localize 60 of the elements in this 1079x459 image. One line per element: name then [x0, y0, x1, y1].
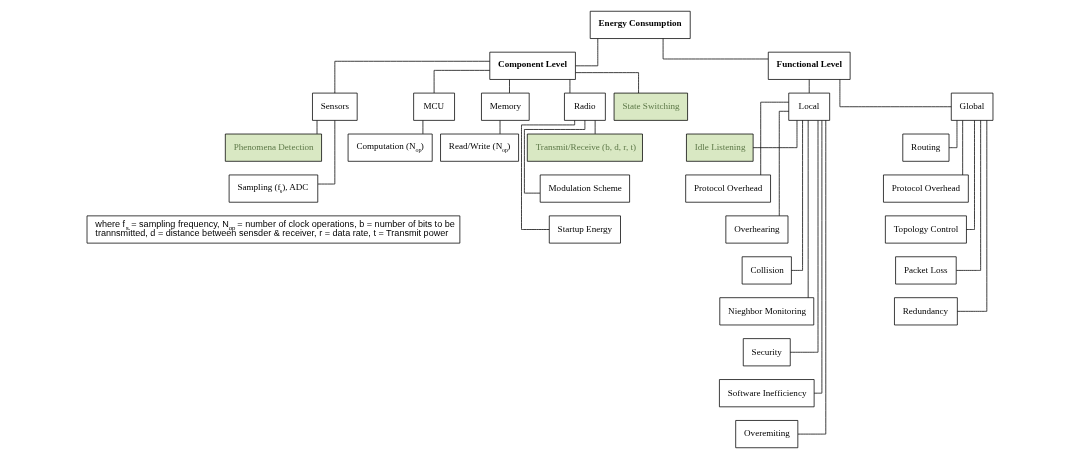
- connector: [778, 110, 789, 217]
- node-box: State Switching: [613, 92, 688, 121]
- connector: [523, 120, 585, 194]
- connector: [574, 38, 598, 67]
- connector: [797, 120, 826, 435]
- connector: [961, 120, 963, 176]
- node-box: Modulation Scheme: [539, 174, 630, 203]
- node-box: Idle Listening: [685, 133, 753, 162]
- connector: [422, 120, 423, 135]
- node-box: Sampling (f$_{s}$), ADC: [228, 174, 318, 203]
- node-box: Computation (N$_{op}$): [347, 133, 433, 162]
- node-box: Functional Level: [767, 51, 850, 80]
- node-box: Protocol Overhead: [882, 174, 969, 203]
- node-box: Packet Loss: [894, 256, 957, 285]
- node-box: Transmit/Receive (b, d, r, t): [526, 133, 643, 162]
- connector: [956, 120, 987, 312]
- node-box: Sensors: [311, 92, 358, 121]
- node-box: Startup Energy: [548, 215, 621, 244]
- connector: [433, 70, 490, 94]
- connector: [520, 120, 575, 230]
- connector: [317, 120, 335, 185]
- connector: [808, 79, 810, 94]
- node-box: where f$_{s}$ = sampling frequency, N$_{op}$ = number of clock operations, b = number of bits to be trannsmitted, d = distance between sensder & receiver, r = data rate, t = Transmit power: [86, 215, 460, 244]
- connector: [948, 120, 957, 149]
- node-box: Read/Write (N$_{op}$): [439, 133, 519, 162]
- connector: [662, 38, 768, 60]
- node-box: Software Inefficiency: [718, 379, 814, 408]
- connector: [839, 79, 952, 108]
- connector: [789, 120, 818, 353]
- node-box: Topology Control: [884, 215, 967, 244]
- node-box: Global: [950, 92, 993, 121]
- connector: [569, 79, 570, 94]
- connector: [813, 120, 822, 394]
- node-box: Security: [742, 338, 791, 367]
- node-box: Redundancy: [893, 297, 958, 326]
- connector: [333, 60, 490, 94]
- node-box: Memory: [480, 92, 530, 121]
- node-box: Nieghbor Monitoring: [718, 297, 814, 326]
- connector: [574, 72, 639, 94]
- connector: [508, 79, 510, 94]
- connector: [759, 101, 789, 176]
- connector: [499, 120, 500, 135]
- node-box: Overhearing: [724, 215, 788, 244]
- node-box: Collision: [741, 256, 792, 285]
- connector: [790, 120, 803, 271]
- node-box: Phenomena Detection: [224, 133, 322, 162]
- connector: [594, 120, 595, 135]
- connector: [752, 120, 797, 149]
- node-box: Radio: [563, 92, 606, 121]
- connector: [965, 120, 975, 230]
- node-box: Protocol Overhead: [684, 174, 771, 203]
- connector: [316, 120, 317, 135]
- node-box: Local: [787, 92, 830, 121]
- connector: [807, 120, 809, 299]
- node-box: Energy Consumption: [589, 10, 691, 39]
- connector: [955, 120, 981, 271]
- node-box: Component Level: [488, 51, 576, 80]
- node-box: MCU: [412, 92, 455, 121]
- node-box: Overemiting: [734, 420, 798, 449]
- node-box: Routing: [901, 133, 949, 162]
